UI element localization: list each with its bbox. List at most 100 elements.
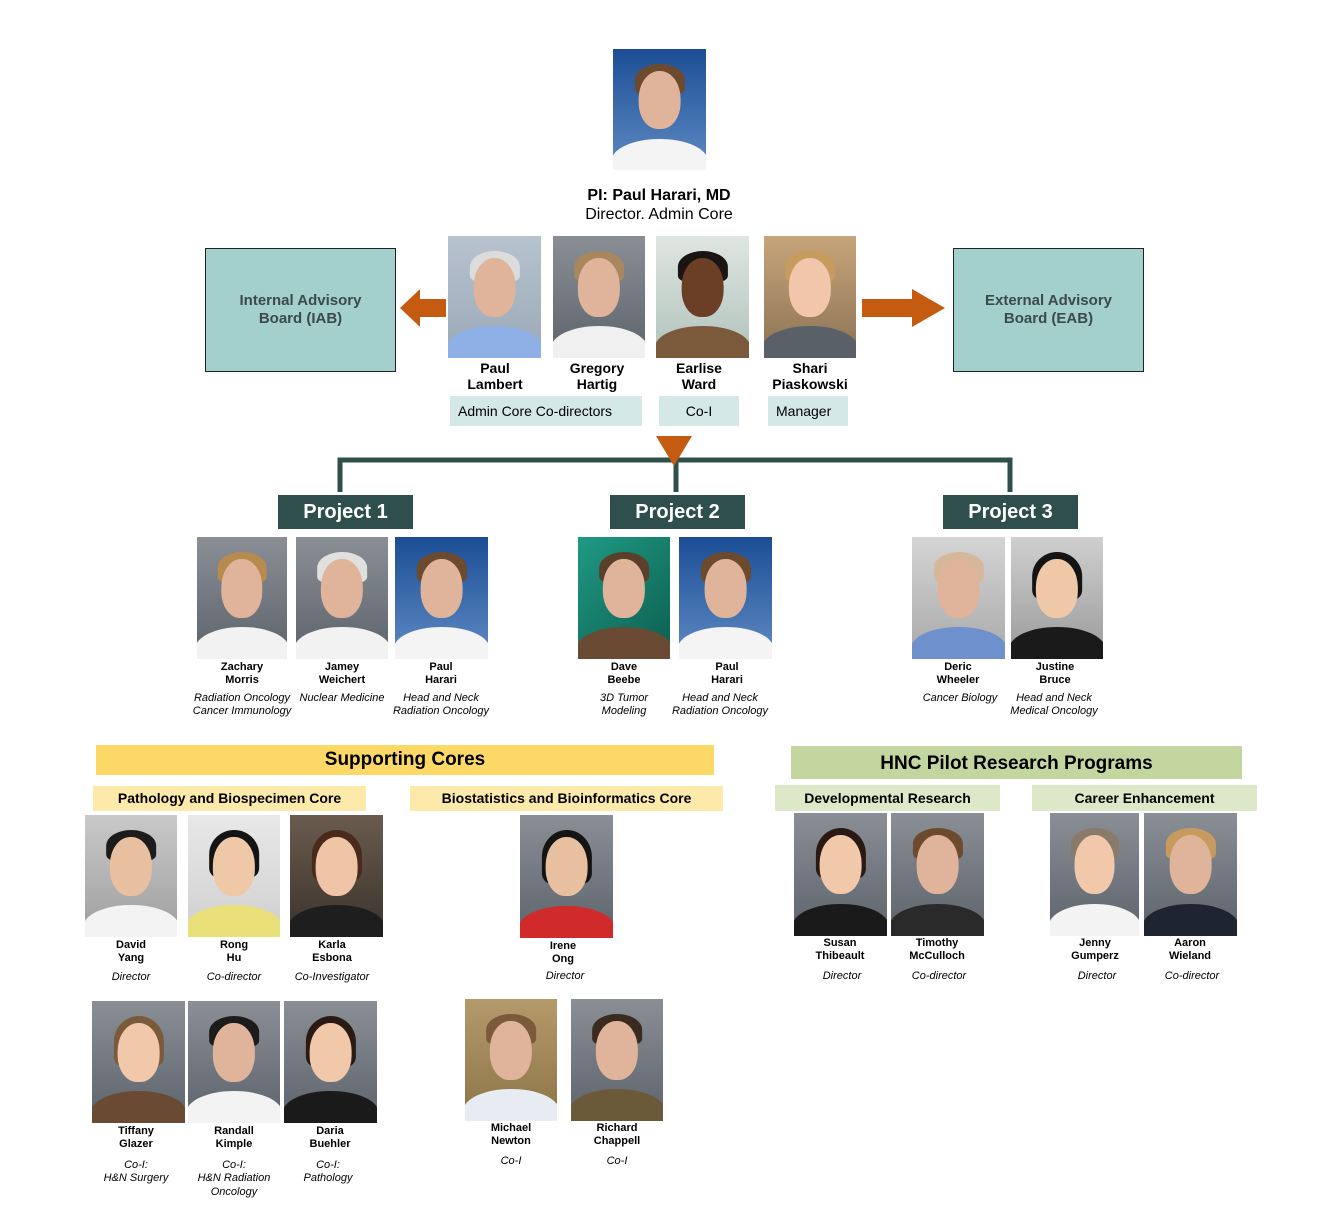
path-r1-person-2-first: Rong [219, 939, 249, 951]
path-r2-person-2-role3: Oncology [210, 1186, 258, 1198]
photo-tiffany-glazer [92, 1001, 185, 1123]
project-2-label: Project 2 [610, 495, 745, 529]
photo-shari-piaskowski [764, 236, 856, 358]
path-r2-person-1-first: Tiffany [118, 1125, 154, 1137]
p3-person-1-first: Deric [944, 661, 972, 673]
path-r2-person-2-role2: H&N Radiation [197, 1172, 271, 1184]
admin-person-1-first: Paul [480, 360, 510, 376]
admin-person-2-last: Hartig [576, 376, 618, 392]
path-r1-person-3-last: Esbona [312, 952, 352, 964]
photo-michael-newton [465, 999, 557, 1121]
photo-justine-bruce [1011, 537, 1103, 659]
arrow-to-external-board [862, 289, 945, 327]
path-r2-person-2-first: Randall [214, 1125, 254, 1137]
photo-jenny-gumperz [1050, 813, 1139, 936]
p1-person-3-last: Harari [425, 674, 457, 686]
admin-tag-codirectors: Admin Core Co-directors [450, 396, 642, 426]
biostat-r2-person-1-role1: Co-I [500, 1155, 522, 1167]
p1-person-1-last: Morris [225, 674, 259, 686]
photo-paul-harari-p1 [395, 537, 488, 659]
dev-person-1-first: Susan [823, 937, 857, 949]
internal-advisory-board: Internal Advisory Board (IAB) [205, 248, 396, 372]
photo-irene-ong [520, 815, 613, 938]
p1-person-1-first: Zachary [220, 661, 264, 673]
photo-richard-chappell [571, 999, 663, 1121]
photo-daria-buehler [284, 1001, 377, 1123]
photo-randall-kimple [188, 1001, 280, 1123]
p1-person-3-role1: Head and Neck [403, 692, 479, 704]
path-r2-person-3-last: Buehler [309, 1138, 351, 1150]
p3-person-2-last: Bruce [1039, 674, 1071, 686]
p3-person-1-role1: Cancer Biology [922, 692, 998, 704]
p2-person-1-role1: 3D Tumor [599, 692, 649, 704]
photo-david-yang [85, 815, 177, 937]
admin-person-3-first: Earlise [676, 360, 722, 376]
pi-title: PI: Paul Harari, MD [587, 187, 731, 204]
dev-person-2-last: McCulloch [909, 950, 965, 962]
biostat-r1-person-1-role1: Director [545, 970, 585, 982]
p2-person-2-role2: Radiation Oncology [671, 705, 768, 717]
dev-person-2-first: Timothy [915, 937, 959, 949]
photo-deric-wheeler [912, 537, 1005, 659]
external-advisory-board: External Advisory Board (EAB) [953, 248, 1144, 372]
career-person-2-last: Wieland [1168, 950, 1212, 962]
path-r2-person-3-role1: Co-I: [316, 1159, 340, 1171]
project-3-label: Project 3 [943, 495, 1078, 529]
photo-susan-thibeault [794, 813, 887, 936]
pi-subtitle: Director. Admin Core [585, 206, 733, 223]
photo-timothy-mcculloch [891, 813, 984, 936]
admin-tag-coi: Co-I [659, 396, 739, 426]
photo-aaron-wieland [1144, 813, 1237, 936]
biostat-r2-person-1-last: Newton [491, 1135, 531, 1147]
pi-photo [613, 49, 706, 170]
biostat-core-title: Biostatistics and Bioinformatics Core [410, 786, 723, 811]
biostat-r2-person-1-first: Michael [490, 1122, 532, 1134]
career-enhancement-title: Career Enhancement [1032, 785, 1257, 811]
photo-rong-hu [188, 815, 280, 937]
photo-dave-beebe [578, 537, 670, 659]
photo-paul-lambert [448, 236, 541, 358]
p2-person-1-role2: Modeling [601, 705, 647, 717]
biostat-r2-person-2-last: Chappell [593, 1135, 641, 1147]
p1-person-2-role1: Nuclear Medicine [299, 692, 385, 704]
p1-person-3-role2: Radiation Oncology [392, 705, 489, 717]
career-person-1-first: Jenny [1079, 937, 1111, 949]
p1-person-2-first: Jamey [324, 661, 360, 673]
career-person-2-role1: Co-director [1164, 970, 1220, 982]
pathology-core-title: Pathology and Biospecimen Core [93, 786, 366, 811]
p2-person-2-role1: Head and Neck [682, 692, 758, 704]
developmental-research-title: Developmental Research [775, 785, 1000, 811]
pilot-programs-title: HNC Pilot Research Programs [791, 746, 1242, 779]
admin-person-4-first: Shari [792, 360, 828, 376]
biostat-r2-person-2-role1: Co-I [606, 1155, 628, 1167]
biostat-r2-person-2-first: Richard [596, 1122, 638, 1134]
admin-person-1-last: Lambert [467, 376, 523, 392]
admin-tag-manager: Manager [768, 396, 848, 426]
career-person-2-first: Aaron [1174, 937, 1206, 949]
p2-person-1-first: Dave [610, 661, 638, 673]
path-r1-person-1-first: David [116, 939, 146, 951]
p3-person-2-first: Justine [1035, 661, 1075, 673]
supporting-cores-title: Supporting Cores [96, 745, 714, 775]
p1-person-2-last: Weichert [318, 674, 366, 686]
photo-gregory-hartig [553, 236, 645, 358]
p1-person-3-first: Paul [429, 661, 453, 673]
career-person-1-last: Gumperz [1071, 950, 1119, 962]
p2-person-2-first: Paul [715, 661, 739, 673]
photo-jamey-weichert [296, 537, 388, 659]
photo-karla-esbona [290, 815, 383, 937]
admin-person-3-last: Ward [681, 376, 717, 392]
path-r2-person-1-role2: H&N Surgery [103, 1172, 169, 1184]
biostat-r1-person-1-first: Irene [549, 940, 577, 952]
path-r1-person-1-role1: Director [111, 971, 151, 983]
photo-earlise-ward [656, 236, 749, 358]
admin-person-4-last: Piaskowski [772, 376, 848, 392]
path-r1-person-3-first: Karla [318, 939, 346, 951]
arrow-to-internal-board [400, 289, 446, 327]
p2-person-1-last: Beebe [607, 674, 641, 686]
p3-person-2-role2: Medical Oncology [1010, 705, 1098, 717]
career-person-1-role1: Director [1077, 970, 1117, 982]
path-r2-person-3-role2: Pathology [303, 1172, 353, 1184]
path-r1-person-3-role1: Co-Investigator [294, 971, 370, 983]
